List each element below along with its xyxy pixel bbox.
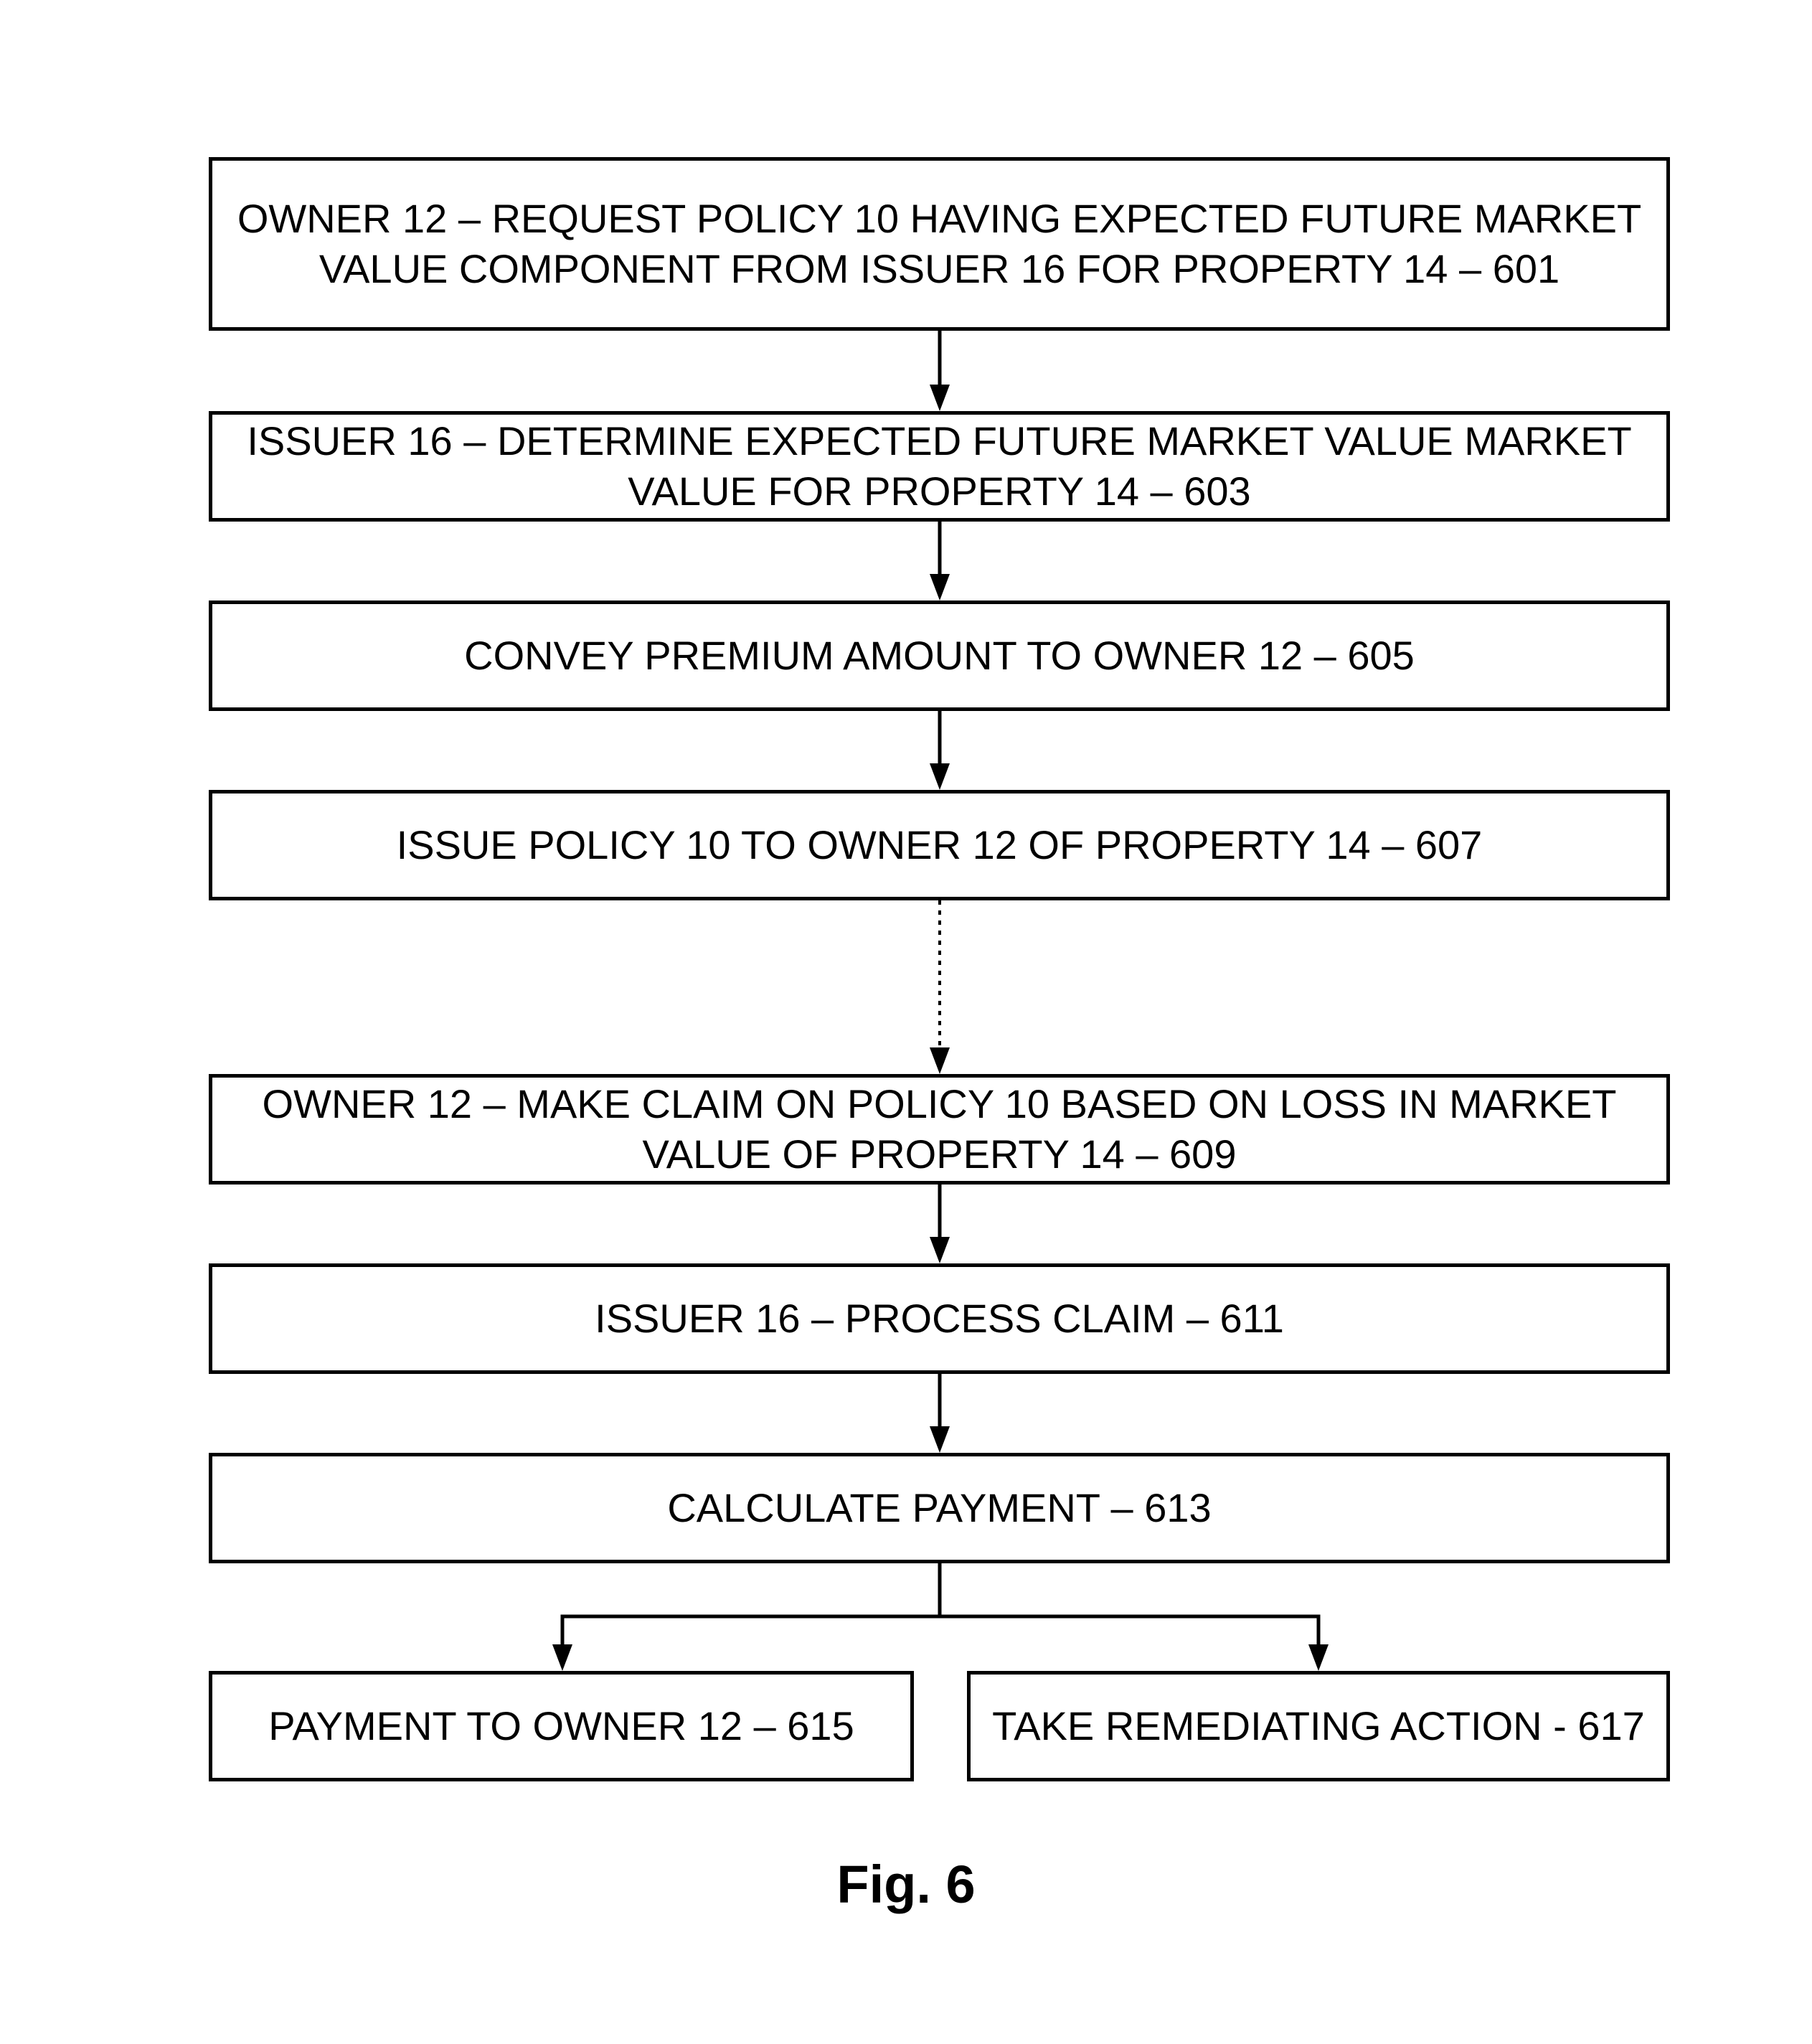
branch-613-right — [940, 1616, 1318, 1646]
arrowhead-617 — [1308, 1644, 1329, 1671]
arrowhead-603 — [930, 385, 950, 411]
arrowhead-611 — [930, 1237, 950, 1263]
arrowhead-615 — [552, 1644, 572, 1671]
arrowhead-605 — [930, 574, 950, 601]
arrowhead-609 — [930, 1047, 950, 1074]
arrowhead-613 — [930, 1426, 950, 1453]
branch-613-split — [562, 1563, 940, 1646]
arrowhead-607 — [930, 763, 950, 790]
figure-caption: Fig. 6 — [0, 1852, 1812, 1917]
